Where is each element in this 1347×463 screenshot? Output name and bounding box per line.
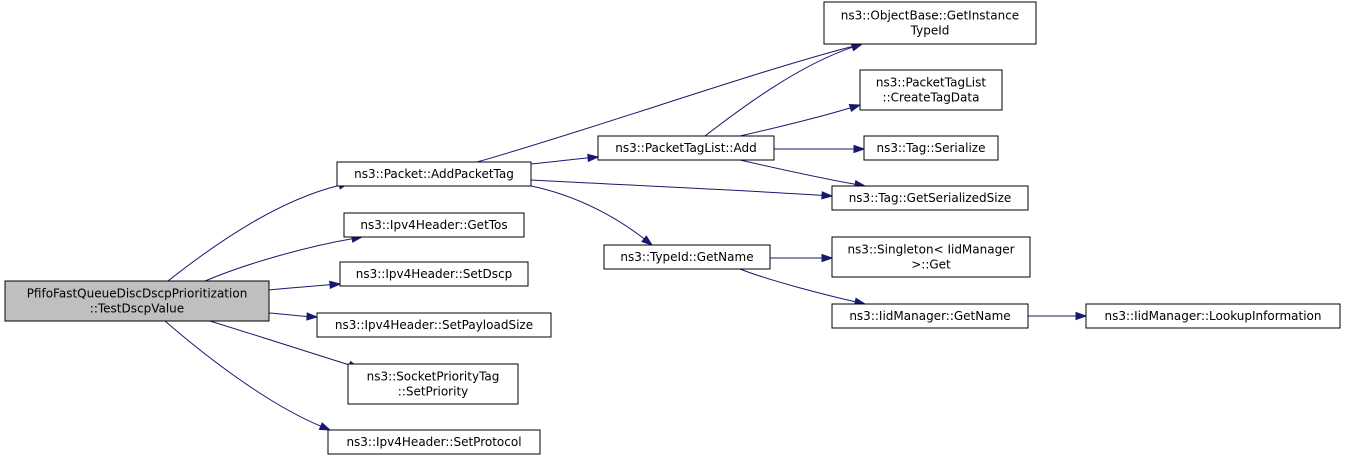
node-label-line: ns3::Tag::GetSerializedSize (849, 191, 1012, 205)
edge-line (530, 157, 589, 165)
node-box (316, 312, 552, 338)
node-label-line: ns3::TypeId::GetName (620, 250, 753, 264)
arrowhead-icon (853, 144, 866, 154)
edge-add_packet_tag-to-typeid_get_name (530, 185, 654, 246)
node-box (863, 135, 999, 161)
edge-line (476, 45, 853, 163)
arrowhead-icon (848, 103, 862, 113)
node-label-line: ::TestDscpValue (90, 302, 184, 316)
node-label-line: ns3::SocketPriorityTag (367, 370, 500, 384)
node-label-line: ::SetPriority (398, 385, 469, 399)
node-add-packet-tag[interactable]: ns3::Packet::AddPacketTag (336, 161, 532, 187)
arrowhead-icon (1075, 311, 1088, 321)
node-box (347, 363, 519, 405)
nodes-layer: PfifoFastQueueDiscDscpPrioritization::Te… (4, 1, 1341, 455)
node-label-line: ns3::Singleton< IidManager (847, 243, 1014, 257)
node-lookup-information[interactable]: ns3::IidManager::LookupInformation (1085, 303, 1341, 329)
edge-iidmanager_get_name-to-lookup_information (1027, 311, 1088, 321)
node-singleton-get[interactable]: ns3::Singleton< IidManager>::Get (831, 236, 1031, 278)
node-box (859, 69, 1003, 111)
node-box (597, 135, 775, 161)
arrowhead-icon (306, 312, 319, 321)
arrowhead-icon (850, 43, 864, 52)
node-label-line: TypeId (910, 24, 950, 38)
edge-packet_tag_list_add-to-create_tag_data (739, 103, 862, 137)
node-tag-get-serialized-size[interactable]: ns3::Tag::GetSerializedSize (831, 185, 1029, 211)
node-box (831, 185, 1029, 211)
node-tag-serialize[interactable]: ns3::Tag::Serialize (863, 135, 999, 161)
node-label-line: ns3::Packet::AddPacketTag (354, 167, 514, 181)
edge-line (530, 179, 823, 196)
arrowhead-icon (587, 153, 600, 163)
edge-line (204, 238, 353, 282)
node-label-line: ns3::ObjectBase::GetInstance (841, 9, 1019, 23)
edge-root-to-set_protocol (164, 320, 332, 431)
edge-line (268, 284, 331, 291)
arrowhead-icon (329, 280, 342, 290)
edge-packet_tag_list_add-to-tag_serialize (773, 144, 866, 154)
node-typeid-get-name[interactable]: ns3::TypeId::GetName (603, 244, 771, 270)
node-label-line: >::Get (911, 258, 951, 272)
node-label-line: ns3::Ipv4Header::SetPayloadSize (335, 318, 533, 332)
edge-line (209, 320, 350, 366)
node-label-line: ns3::IidManager::LookupInformation (1105, 309, 1322, 323)
node-label-line: PfifoFastQueueDiscDscpPrioritization (27, 287, 248, 301)
node-set-protocol[interactable]: ns3::Ipv4Header::SetProtocol (327, 429, 541, 455)
node-set-dscp[interactable]: ns3::Ipv4Header::SetDscp (339, 261, 529, 287)
edge-root-to-get_tos (204, 234, 364, 282)
node-label-line: ns3::PacketTagList::Add (615, 141, 756, 155)
edge-line (167, 184, 340, 282)
node-set-priority[interactable]: ns3::SocketPriorityTag::SetPriority (347, 363, 519, 405)
edge-root-to-set_payload_size (268, 312, 319, 321)
edge-root-to-set_dscp (268, 280, 342, 291)
edge-line (739, 107, 851, 137)
arrowhead-icon (821, 191, 834, 200)
node-create-tag-data[interactable]: ns3::PacketTagList::CreateTagData (859, 69, 1003, 111)
edge-packet_tag_list_add-to-get_instance_typeid (704, 43, 864, 137)
node-label-line: ns3::Ipv4Header::GetTos (360, 218, 507, 232)
node-label-line: ns3::Ipv4Header::SetDscp (356, 267, 512, 281)
edge-typeid_get_name-to-singleton_get (769, 253, 834, 263)
node-label-line: ns3::Ipv4Header::SetProtocol (346, 435, 521, 449)
edge-root-to-add_packet_tag (167, 181, 351, 282)
edge-add_packet_tag-to-packet_tag_list_add (530, 153, 600, 165)
node-label-line: ns3::Tag::Serialize (877, 141, 986, 155)
edge-line (164, 320, 321, 427)
edge-packet_tag_list_add-to-tag_get_serialized_size (739, 159, 867, 189)
node-box (603, 244, 771, 270)
edge-line (268, 312, 308, 317)
node-box (823, 1, 1037, 45)
node-label-line: ns3::IidManager::GetName (849, 309, 1010, 323)
arrowhead-icon (641, 235, 654, 246)
node-label-line: ::CreateTagData (883, 91, 980, 105)
node-root: PfifoFastQueueDiscDscpPrioritization::Te… (4, 280, 270, 322)
node-box (327, 429, 541, 455)
node-box (1085, 303, 1341, 329)
node-set-payload-size[interactable]: ns3::Ipv4Header::SetPayloadSize (316, 312, 552, 338)
edge-line (739, 159, 856, 185)
node-box (831, 236, 1031, 278)
node-box (336, 161, 532, 187)
edge-line (739, 268, 856, 303)
node-get-tos[interactable]: ns3::Ipv4Header::GetTos (343, 212, 525, 238)
node-box (831, 303, 1029, 329)
node-iidmanager-get-name[interactable]: ns3::IidManager::GetName (831, 303, 1029, 329)
arrowhead-icon (318, 422, 332, 431)
edge-line (530, 185, 645, 240)
node-label-line: ns3::PacketTagList (876, 76, 986, 90)
arrowhead-icon (821, 253, 834, 263)
edge-add_packet_tag-to-tag_get_serialized_size (530, 179, 834, 200)
node-box (339, 261, 529, 287)
node-box (343, 212, 525, 238)
node-packet-tag-list-add[interactable]: ns3::PacketTagList::Add (597, 135, 775, 161)
node-box (4, 280, 270, 322)
edge-line (704, 46, 853, 137)
